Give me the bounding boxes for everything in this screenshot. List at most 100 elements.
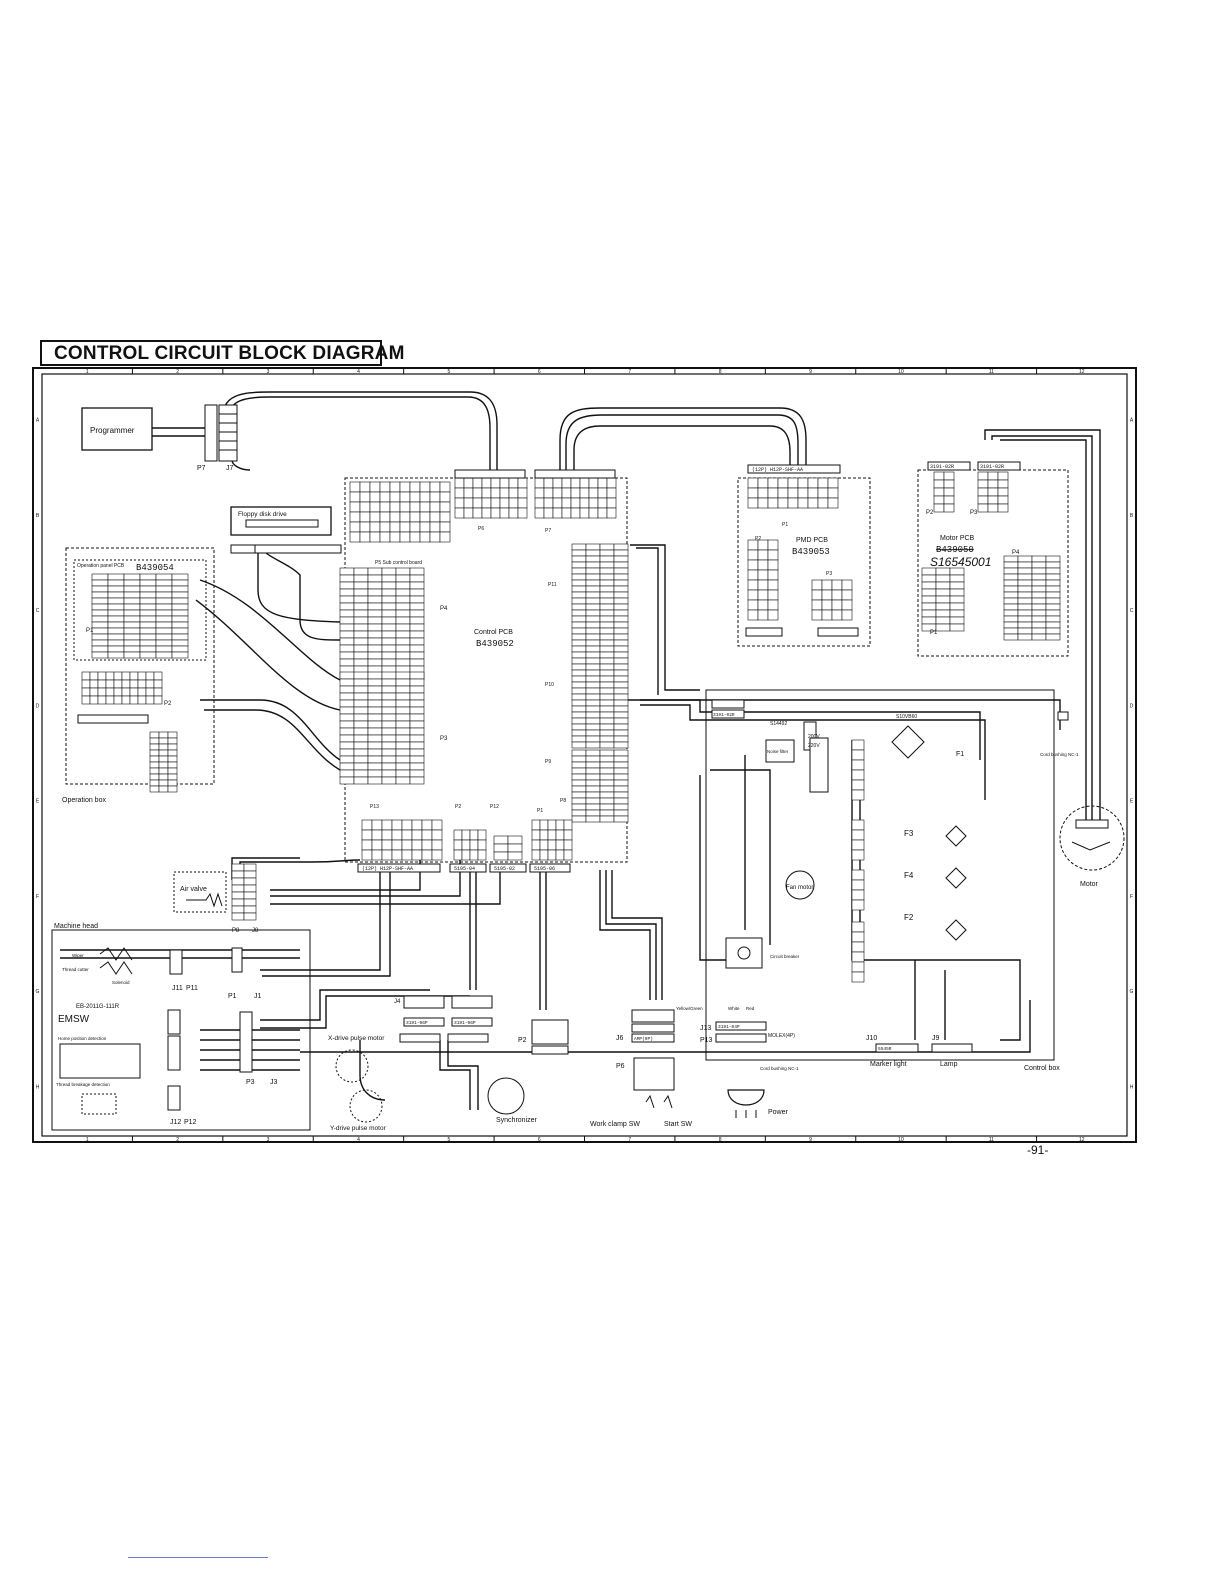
pin-cell (395, 762, 411, 771)
pin-cell (401, 819, 413, 831)
pin-cell (353, 699, 369, 708)
pin-cell (339, 776, 355, 785)
pin-cell (599, 761, 615, 769)
pin-cell (599, 723, 615, 731)
pin-cell (547, 849, 557, 861)
pin-cell (599, 615, 615, 623)
pin-cell (409, 481, 421, 493)
pin-cell (599, 815, 615, 823)
pin-cell (461, 839, 471, 851)
column-label-bottom: 6 (538, 1137, 541, 1143)
pin-cell (155, 639, 173, 647)
pin-cell (391, 849, 403, 861)
pin-cell (613, 549, 629, 557)
pin-cell (381, 849, 393, 861)
pin-cell (599, 579, 615, 587)
pin-cell (353, 588, 369, 597)
pin-cell (167, 779, 178, 787)
pin-cell (997, 495, 1009, 505)
pin-cell (409, 706, 425, 715)
pin-cell (155, 645, 173, 653)
pin-cell (571, 809, 587, 817)
pin-cell (977, 495, 989, 505)
pin-cell (571, 633, 587, 641)
conn-3191-06p-b: 3191-06P (454, 1020, 476, 1026)
pin-cell (409, 616, 425, 625)
pin-cell (599, 669, 615, 677)
pin-cell (921, 581, 937, 590)
motor-pcb-label: Motor PCB (940, 535, 975, 542)
p9-label: P9 (545, 759, 551, 765)
j6-label: J6 (616, 1035, 624, 1042)
pin-cell (508, 487, 519, 499)
pin-cell (353, 602, 369, 611)
pin-cell (943, 487, 955, 497)
pin-cell (599, 543, 615, 551)
pin-cell (123, 603, 141, 611)
pin-cell (409, 623, 425, 632)
p7-label: P7 (197, 465, 206, 472)
pin-cell (585, 675, 601, 683)
column-label-bottom: 11 (989, 1137, 994, 1143)
pin-cell (395, 769, 411, 778)
pin-cell (353, 713, 369, 722)
pin-cell (158, 737, 169, 745)
pin-cell (419, 521, 431, 533)
s14492-label: S14492 (770, 721, 787, 727)
emsw-label: EMSW (58, 1014, 90, 1025)
pin-cell (571, 687, 587, 695)
pin-cell (367, 762, 383, 771)
pin-cell (381, 658, 397, 667)
pin-cell (113, 695, 123, 705)
pin-cell (585, 761, 601, 769)
pin-cell (167, 761, 178, 769)
lamp-label: Lamp (940, 1061, 958, 1068)
pin-cell (821, 599, 833, 611)
pin-cell (585, 561, 601, 569)
pin-cell (243, 898, 257, 907)
pin-cell (935, 567, 951, 576)
pin-cell (339, 609, 355, 618)
pin-cell (613, 675, 629, 683)
pin-cell (606, 477, 617, 489)
pin-cell (571, 621, 587, 629)
pin-cell (599, 621, 615, 629)
pin-cell (359, 481, 371, 493)
pin-cell (585, 549, 601, 557)
bottom-link-underline[interactable] (128, 1557, 268, 1558)
pin-cell (613, 749, 629, 757)
pin-cell (613, 797, 629, 805)
pin-cell (935, 623, 951, 632)
pin-cell (155, 585, 173, 593)
pin-cell (361, 819, 373, 831)
pin-cell (757, 599, 769, 611)
pin-cell (767, 579, 779, 591)
pin-cell (158, 779, 169, 787)
pin-cell (89, 671, 99, 681)
pin-cell (409, 521, 421, 533)
pin-cell (419, 501, 431, 513)
pin-cell (1031, 615, 1047, 623)
pin-cell (1017, 633, 1033, 641)
pin-cell (81, 695, 91, 705)
pin-cell (379, 531, 391, 543)
pin-cell (585, 693, 601, 701)
p13-label: P13 (370, 804, 379, 810)
pin-cell (570, 477, 581, 489)
pin-cell (831, 579, 843, 591)
pin-cell (339, 762, 355, 771)
pin-cell (353, 734, 369, 743)
pin-cell (539, 829, 549, 841)
pin-cell (91, 639, 109, 647)
pin-cell (555, 829, 565, 841)
j8-connector (231, 863, 257, 921)
pin-cell (613, 615, 629, 623)
pin-cell (613, 573, 629, 581)
pin-cell (123, 579, 141, 587)
pin-cell (613, 729, 629, 737)
pin-cell (571, 773, 587, 781)
pin-cell (419, 531, 431, 543)
pin-cell (91, 645, 109, 653)
pin-cell (167, 755, 178, 763)
pin-cell (409, 501, 421, 513)
